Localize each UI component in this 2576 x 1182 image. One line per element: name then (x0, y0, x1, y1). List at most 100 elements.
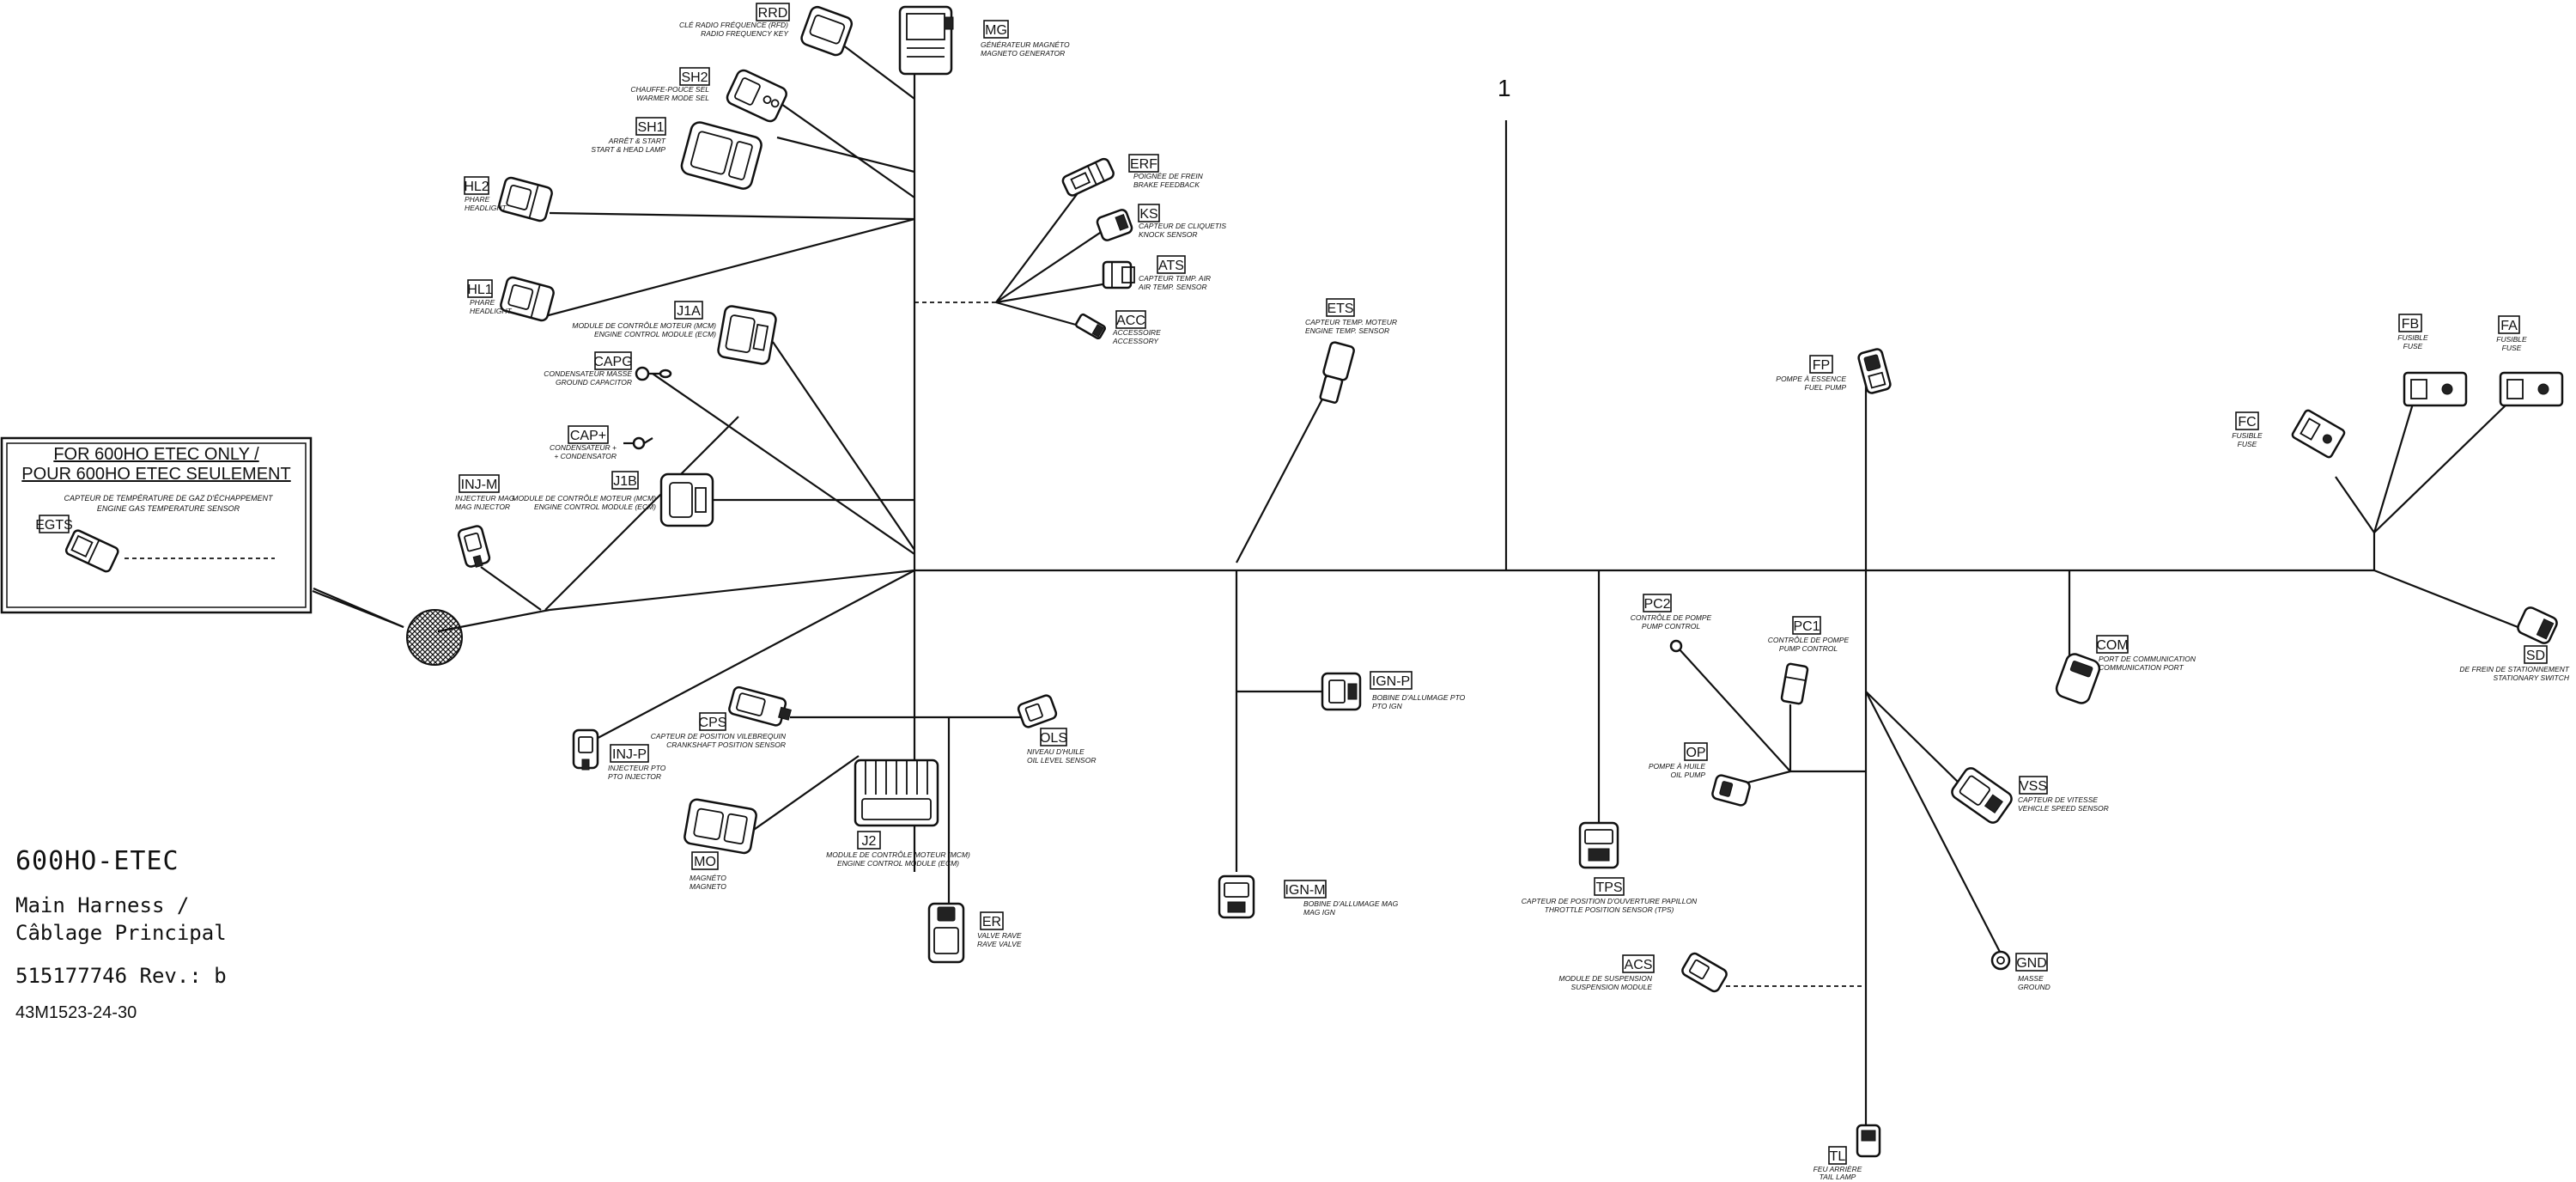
connector-code-fb: FB (2402, 317, 2419, 332)
connector-desc-fr-mo: MAGNÉTO (690, 874, 726, 882)
connector-code-cps: CPS (699, 716, 727, 730)
connector-fc: FC FUSIBLE FUSE (2232, 409, 2346, 459)
connector-code-ols: OLS (1040, 731, 1067, 746)
connector-desc-fr-ign-p: BOBINE D'ALLUMAGE PTO (1372, 693, 1466, 702)
connector-fp: FP POMPE À ESSENCE FUEL PUMP (1776, 348, 1892, 394)
acs-connector-icon (1681, 952, 1728, 993)
connector-desc-fr-fc: FUSIBLE (2232, 431, 2263, 440)
connector-desc-en-rrd: RADIO FREQUENCY KEY (701, 29, 789, 38)
connector-j1b: J1B MODULE DE CONTRÔLE MOTEUR (MCM) ENGI… (512, 471, 714, 527)
connector-code-egts: EGTS (35, 518, 73, 533)
mo-connector-icon (683, 798, 757, 855)
note-description-fr: CAPTEUR DE TEMPÉRATURE DE GAZ D'ÉCHAPPEM… (64, 494, 274, 503)
erf-connector-icon (1061, 157, 1115, 197)
connector-code-pc2: PC2 (1643, 597, 1670, 612)
ign-m-connector-icon (1218, 874, 1255, 919)
connector-desc-fr-hl1: PHARE (470, 298, 495, 307)
connector-code-erf: ERF (1130, 157, 1157, 172)
connector-desc-fr-fb: FUSIBLE (2397, 333, 2428, 342)
connector-ets: ETS CAPTEUR TEMP. MOTEUR ENGINE TEMP. SE… (1305, 298, 1397, 404)
connector-desc-fr-com: PORT DE COMMUNICATION (2099, 655, 2196, 663)
connector-desc-fr-tps: CAPTEUR DE POSITION D'OUVERTURE PAPILLON (1522, 897, 1698, 905)
connector-inj-m: INJ-M INJECTEUR MAG MAG INJECTOR (455, 474, 515, 568)
connector-ols: OLS NIVEAU D'HUILE OIL LEVEL SENSOR (1017, 694, 1096, 765)
connector-desc-fr-hl2: PHARE (465, 195, 490, 204)
connector-desc-en-tps: THROTTLE POSITION SENSOR (TPS) (1545, 905, 1674, 914)
connector-cap-plus: CAP+ CONDENSATEUR + + CONDENSATOR (550, 425, 653, 460)
connector-desc-en-capg: GROUND CAPACITOR (556, 378, 632, 387)
connector-code-tl: TL (1830, 1149, 1846, 1164)
inj-p-connector-icon (572, 728, 599, 771)
note-title-line1: FOR 600HO ETEC ONLY / (53, 445, 259, 464)
connector-desc-en-com: COMMUNICATION PORT (2099, 663, 2184, 672)
connector-code-capg: CAPG (593, 355, 632, 369)
connector-op: OP POMPE À HUILE OIL PUMP (1649, 742, 1751, 807)
connector-code-sd: SD (2526, 649, 2545, 663)
connector-code-fc: FC (2238, 415, 2256, 430)
connector-code-inj-p: INJ-P (612, 747, 647, 762)
pc1-connector-icon (1780, 662, 1809, 705)
connector-desc-fr-pc1: CONTRÔLE DE POMPE (1768, 636, 1850, 644)
connector-code-inj-m: INJ-M (461, 478, 498, 492)
connector-rrd: RRD CLÉ RADIO FRÉQUENCE (RFD) RADIO FREQ… (679, 3, 854, 57)
connector-cps: CPS CAPTEUR DE POSITION VILEBREQUIN CRAN… (651, 685, 792, 749)
connector-code-sh1: SH1 (637, 120, 664, 135)
connector-mg: MG GÉNÉRATEUR MAGNÉTO MAGNETO GENERATOR (898, 5, 1070, 76)
connector-fa: FA FUSIBLE FUSE (2496, 315, 2564, 407)
hl1-connector-icon (500, 276, 555, 322)
connector-desc-fr-j1b: MODULE DE CONTRÔLE MOTEUR (MCM) (512, 494, 656, 503)
connector-desc-fr-sh1: ARRÊT & START (608, 137, 666, 145)
connector-desc-en-tl: TAIL LAMP (1820, 1173, 1856, 1181)
j2-connector-icon (854, 759, 939, 827)
connector-desc-fr-erf: POIGNÉE DE FREIN (1133, 172, 1204, 180)
connector-desc-en-ign-p: PTO IGN (1372, 702, 1403, 710)
connector-code-mg: MG (985, 23, 1007, 38)
connector-desc-fr-acs: MODULE DE SUSPENSION (1558, 974, 1652, 983)
connector-desc-en-sh1: START & HEAD LAMP (591, 145, 665, 154)
connector-sh1: SH1 ARRÊT & START START & HEAD LAMP (591, 117, 762, 190)
section-number-label: 1 (1498, 75, 1511, 101)
connector-erf: ERF POIGNÉE DE FREIN BRAKE FEEDBACK (1061, 154, 1204, 197)
connector-desc-en-inj-m: MAG INJECTOR (455, 503, 510, 511)
connector-desc-fr-cps: CAPTEUR DE POSITION VILEBREQUIN (651, 732, 787, 740)
fp-connector-icon (1857, 348, 1892, 394)
pc2-terminal-icon (1669, 639, 1683, 653)
connector-code-j1a: J1A (677, 304, 701, 319)
com-connector-icon (2055, 653, 2101, 704)
connector-desc-en-op: OIL PUMP (1671, 771, 1706, 779)
fa-fuse-holder-icon (2499, 371, 2564, 407)
connector-code-cap-plus: CAP+ (570, 429, 606, 443)
connector-desc-fr-ets: CAPTEUR TEMP. MOTEUR (1305, 318, 1397, 326)
connector-desc-fr-rrd: CLÉ RADIO FRÉQUENCE (RFD) (679, 21, 788, 29)
connector-desc-fr-ats: CAPTEUR TEMP. AIR (1139, 274, 1211, 283)
connector-acs: ACS MODULE DE SUSPENSION SUSPENSION MODU… (1558, 952, 1728, 993)
tps-connector-icon (1578, 821, 1619, 869)
connector-desc-en-j1b: ENGINE CONTROL MODULE (ECM) (534, 503, 656, 511)
connector-desc-en-cap-plus: + CONDENSATOR (554, 452, 617, 460)
tl-connector-icon (1856, 1124, 1881, 1158)
connector-inj-p: INJ-P INJECTEUR PTO PTO INJECTOR (572, 728, 666, 781)
ats-connector-icon (1102, 260, 1135, 289)
connector-desc-en-fb: FUSE (2403, 342, 2423, 350)
connector-desc-fr-sd: DE FREIN DE STATIONNEMENT (2459, 665, 2569, 673)
connector-desc-fr-ign-m: BOBINE D'ALLUMAGE MAG (1303, 899, 1399, 908)
sd-connector-icon (2517, 606, 2558, 644)
connector-desc-en-hl1: HEADLIGHT (470, 307, 512, 315)
ks-connector-icon (1096, 209, 1133, 241)
connector-code-ats: ATS (1158, 259, 1184, 273)
connector-code-ign-m: IGN-M (1285, 883, 1325, 898)
connector-code-j2: J2 (862, 834, 877, 849)
mg-connector-icon (898, 5, 954, 76)
connector-sd: SD DE FREIN DE STATIONNEMENT STATIONARY … (2459, 606, 2570, 682)
connector-desc-en-pc2: PUMP CONTROL (1642, 622, 1700, 631)
connector-desc-en-ols: OIL LEVEL SENSOR (1027, 756, 1096, 765)
cap-plus-terminal-icon (623, 436, 653, 450)
connector-desc-fr-ks: CAPTEUR DE CLIQUETIS (1139, 222, 1226, 230)
connector-desc-en-mo: MAGNETO (690, 882, 726, 891)
ign-p-connector-icon (1321, 672, 1362, 711)
connector-ign-p: IGN-P BOBINE D'ALLUMAGE PTO PTO IGN (1321, 671, 1466, 711)
capg-terminal-icon (635, 366, 672, 381)
connector-desc-fr-cap-plus: CONDENSATEUR + (550, 443, 617, 452)
connector-desc-fr-vss: CAPTEUR DE VITESSE (2018, 795, 2098, 804)
harness-name-line1: Main Harness / (15, 893, 190, 917)
